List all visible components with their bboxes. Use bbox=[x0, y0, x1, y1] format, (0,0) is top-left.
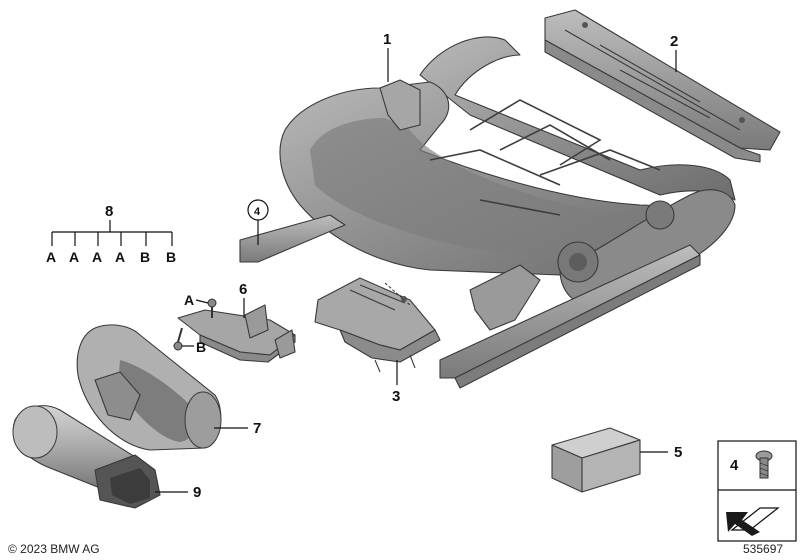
legend-box: 4 bbox=[717, 440, 797, 542]
callout-1: 1 bbox=[383, 31, 391, 48]
callout-9: 9 bbox=[193, 484, 201, 501]
diagram-id: 535697 bbox=[743, 542, 783, 556]
kit-item-6: B bbox=[166, 249, 176, 265]
part-3-mounting-bracket bbox=[314, 277, 441, 373]
arrow-icon bbox=[726, 507, 780, 536]
kit-item-3: A bbox=[92, 249, 102, 265]
callout-4: 4 bbox=[254, 206, 261, 218]
callout-3: 3 bbox=[392, 388, 400, 405]
callout-7: 7 bbox=[253, 420, 261, 437]
screw-icon bbox=[755, 450, 773, 479]
leader-lines bbox=[51, 48, 677, 493]
kit-item-4: A bbox=[115, 249, 125, 265]
fastener-label-a: A bbox=[184, 292, 194, 308]
callout-8: 8 bbox=[105, 203, 113, 220]
part-5-box bbox=[551, 427, 641, 493]
part-1-seat-frame bbox=[239, 36, 736, 389]
callout-6: 6 bbox=[239, 281, 247, 298]
callout-4-marker bbox=[247, 199, 269, 245]
callout-labels: 1 2 3 4 5 6 7 8 9 A B A A A A B B bbox=[46, 31, 682, 501]
fastener-label-b: B bbox=[196, 339, 206, 355]
part-6-bracket bbox=[173, 298, 296, 363]
part-9-handle bbox=[12, 405, 161, 509]
part-2-seat-rail bbox=[544, 9, 781, 163]
part-7-cover bbox=[76, 324, 222, 451]
kit-item-2: A bbox=[69, 249, 79, 265]
kit-item-5: B bbox=[140, 249, 150, 265]
copyright: © 2023 BMW AG bbox=[8, 542, 100, 556]
kit-item-1: A bbox=[46, 249, 56, 265]
legend-number: 4 bbox=[730, 457, 739, 474]
callout-2: 2 bbox=[670, 33, 678, 50]
callout-5: 5 bbox=[674, 444, 682, 461]
